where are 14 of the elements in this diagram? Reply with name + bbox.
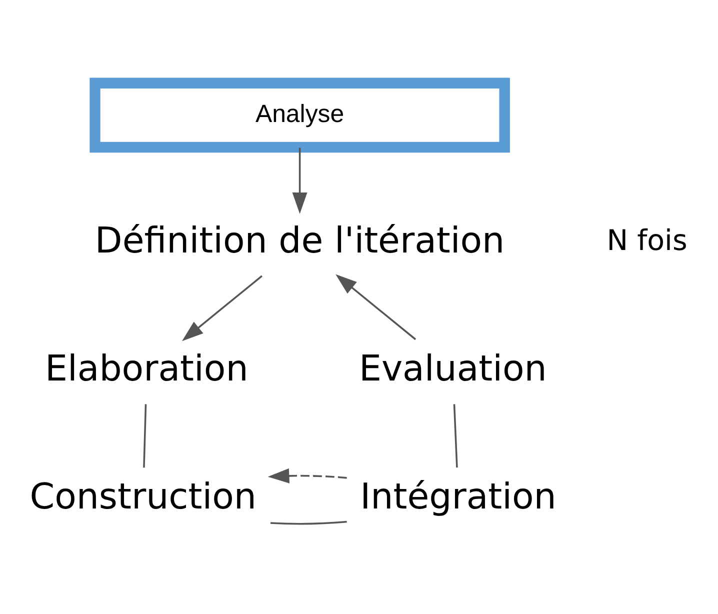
arrow (292, 147, 308, 214)
connector (453, 404, 458, 468)
connector (143, 404, 147, 468)
node-text: Evaluation (358, 348, 547, 390)
node-text: Intégration (360, 476, 556, 518)
arrow (182, 274, 262, 341)
connector (270, 520, 347, 524)
node-box: Analyse (90, 77, 510, 152)
node-text: Elaboration (45, 348, 248, 390)
node-text: Définition de l'itération (94, 220, 505, 261)
node-text: Construction (30, 476, 256, 518)
label: N fois (606, 224, 688, 257)
arrow (268, 468, 347, 483)
arrow (336, 274, 416, 340)
